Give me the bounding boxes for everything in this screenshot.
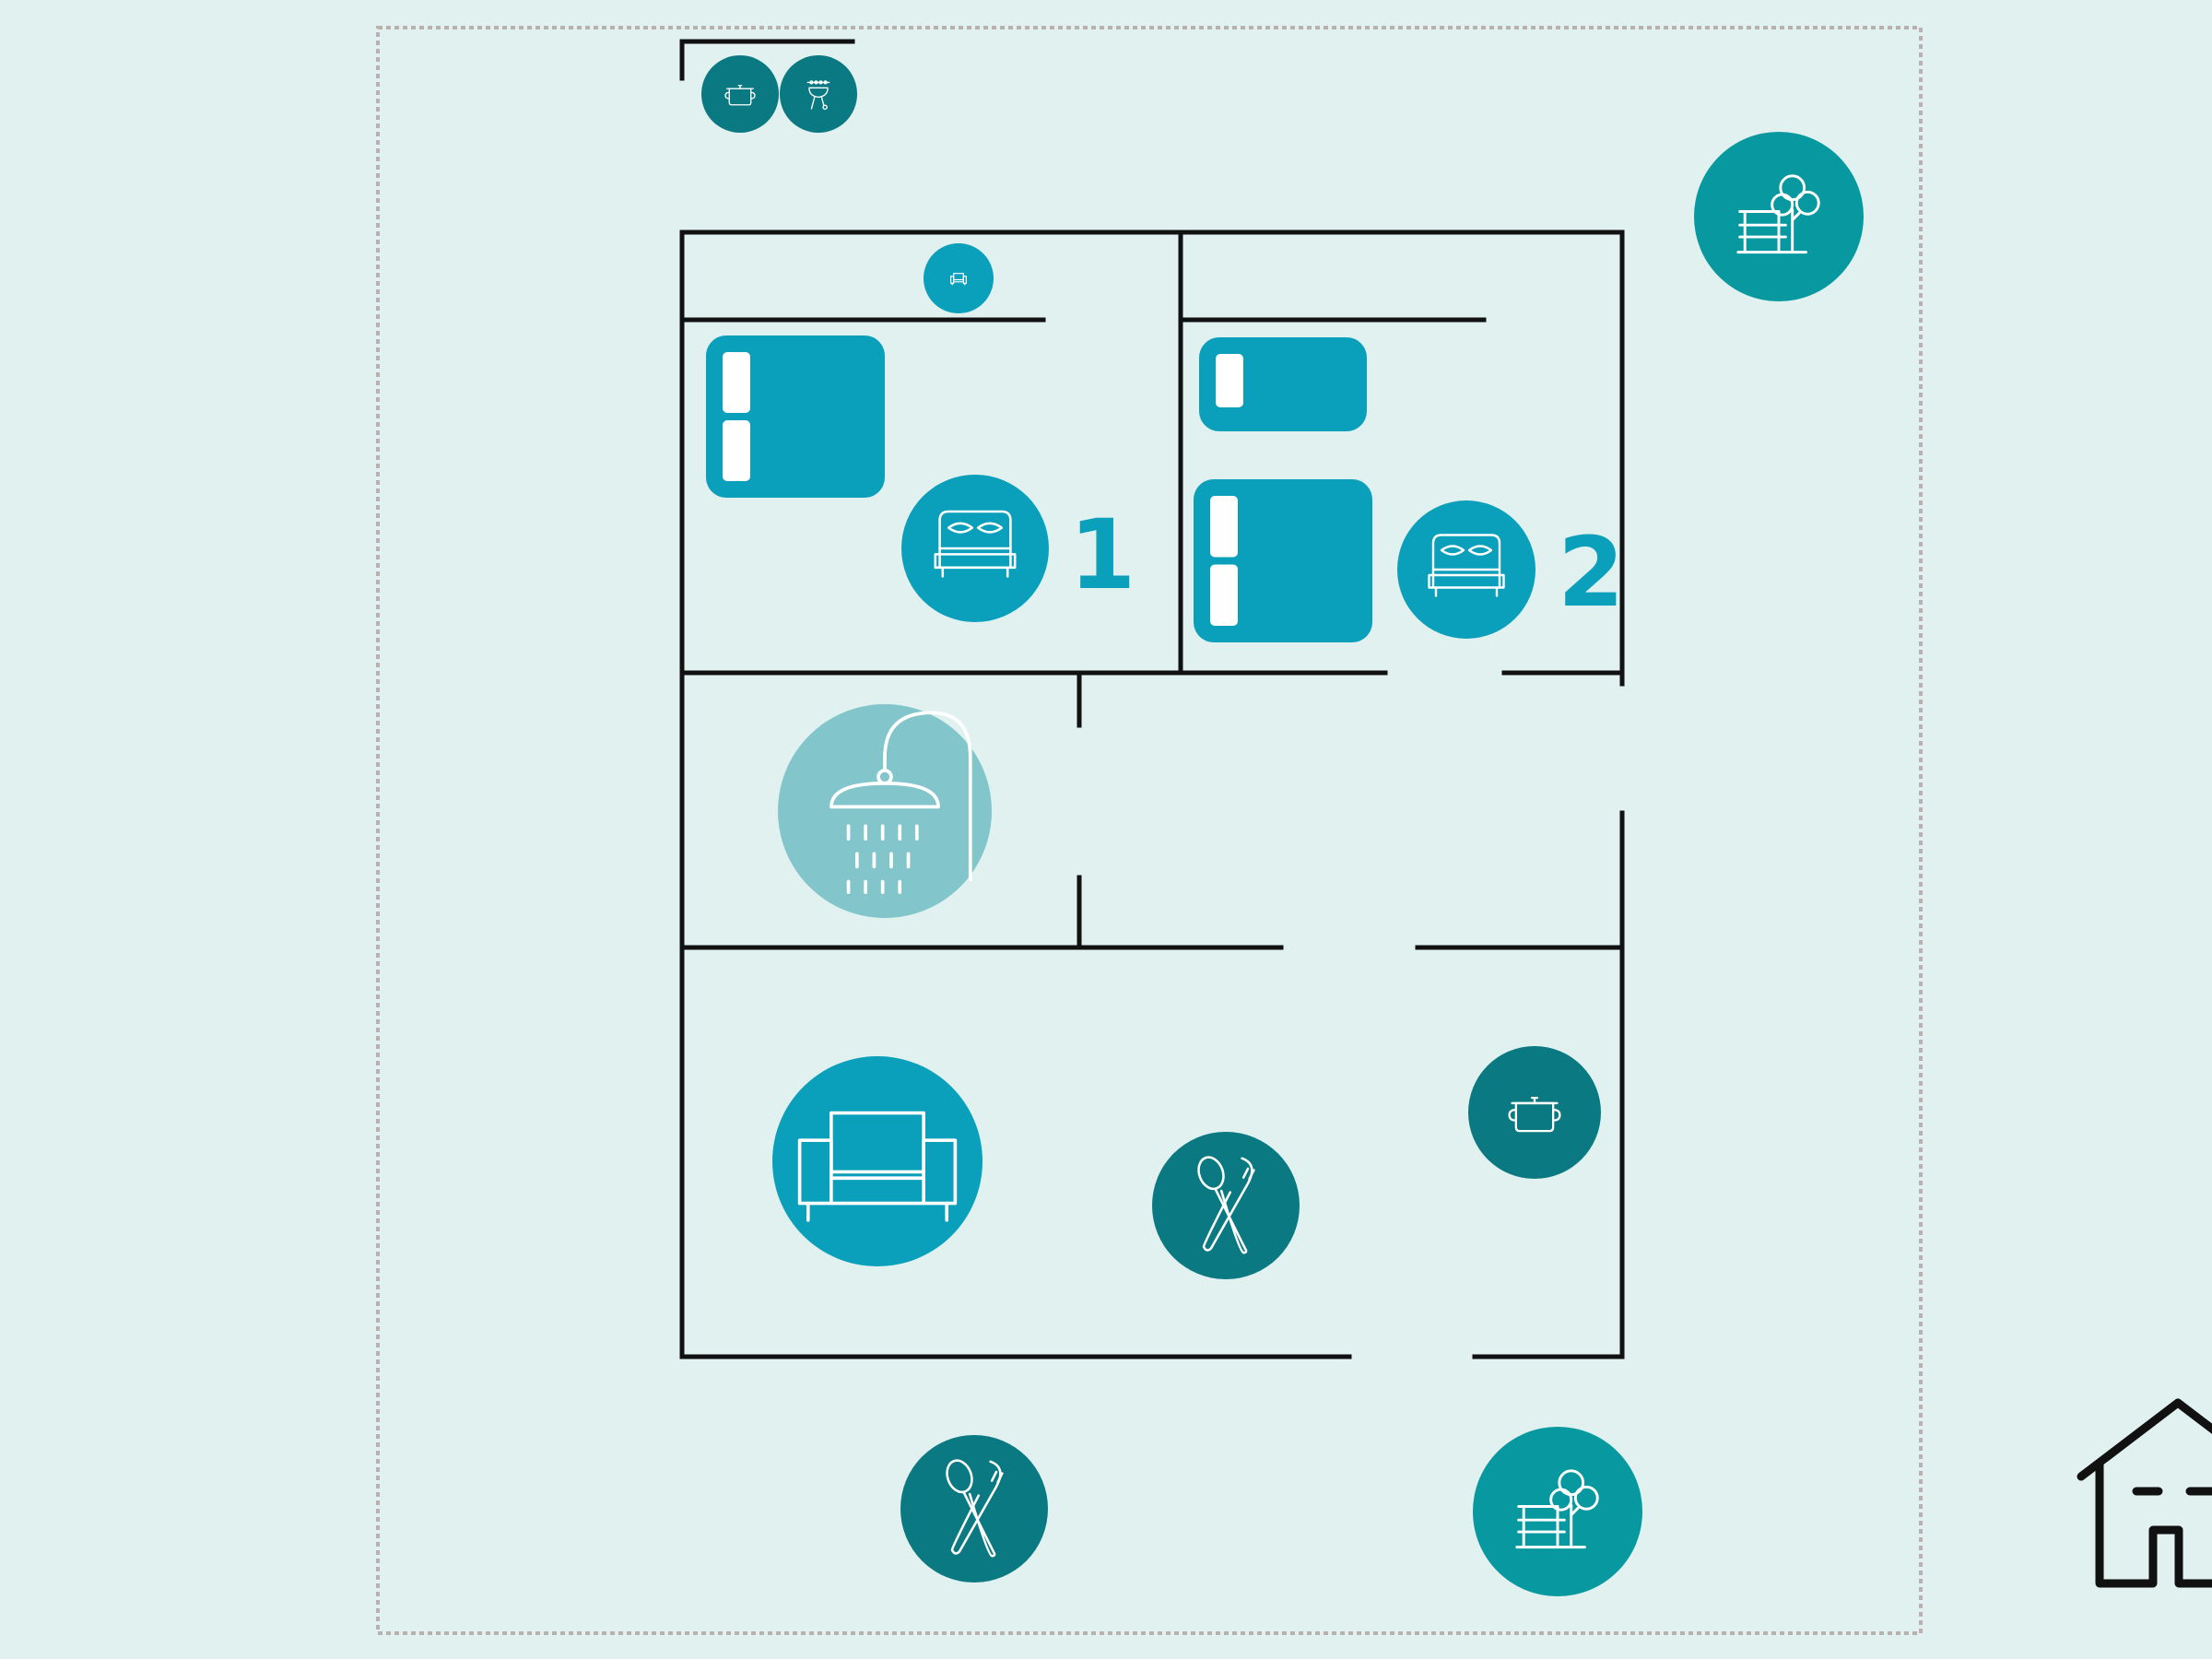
- barbecue-grill-icon: [780, 55, 857, 133]
- walls: [679, 39, 1625, 1359]
- bedroom-2-label: 2: [1558, 516, 1624, 629]
- garden-bench-tree-icon: [1694, 132, 1864, 301]
- cooking-pot-icon: [1468, 1046, 1601, 1179]
- dining-icon: [900, 1435, 1048, 1583]
- shower-icon: [778, 704, 992, 918]
- terrace-wall: [679, 39, 855, 81]
- sofa-icon: [772, 1056, 982, 1266]
- double-bed-bedroom-1: [706, 335, 885, 498]
- garden-bench-tree-icon: [1473, 1427, 1642, 1596]
- cooking-pot-icon: [701, 55, 779, 133]
- double-bed-icon: [1397, 500, 1535, 639]
- armchair-icon: [924, 243, 994, 313]
- bedroom-1-label: 1: [1069, 499, 1135, 611]
- double-bed-bedroom-2: [1194, 479, 1372, 642]
- property-boundary: [376, 26, 1923, 1635]
- single-bed-bedroom-2: [1199, 337, 1367, 431]
- dining-icon: [1152, 1132, 1300, 1279]
- double-bed-icon: [901, 475, 1049, 622]
